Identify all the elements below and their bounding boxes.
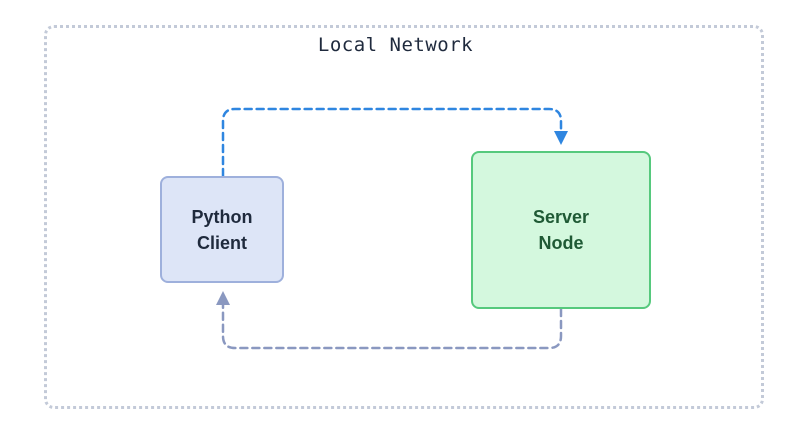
client-label-line-2: Client bbox=[196, 232, 247, 253]
response-arrowhead-icon bbox=[216, 291, 230, 305]
server-label-line-1: Server bbox=[532, 207, 590, 227]
local-network-boundary bbox=[44, 25, 764, 409]
request-arrow-line bbox=[221, 107, 563, 178]
local-network-label: Local Network bbox=[317, 34, 474, 56]
request-arrowhead-icon bbox=[554, 131, 568, 145]
server-label-line-2: Node bbox=[538, 233, 584, 253]
response-arrow-line bbox=[221, 302, 563, 350]
client-label-line-1: Python bbox=[191, 206, 253, 227]
python-client-node: Python Client bbox=[160, 176, 284, 283]
server-node: Server Node bbox=[471, 151, 651, 309]
python-client-label: Python Client bbox=[192, 204, 253, 256]
server-node-label: Server Node bbox=[533, 204, 589, 256]
